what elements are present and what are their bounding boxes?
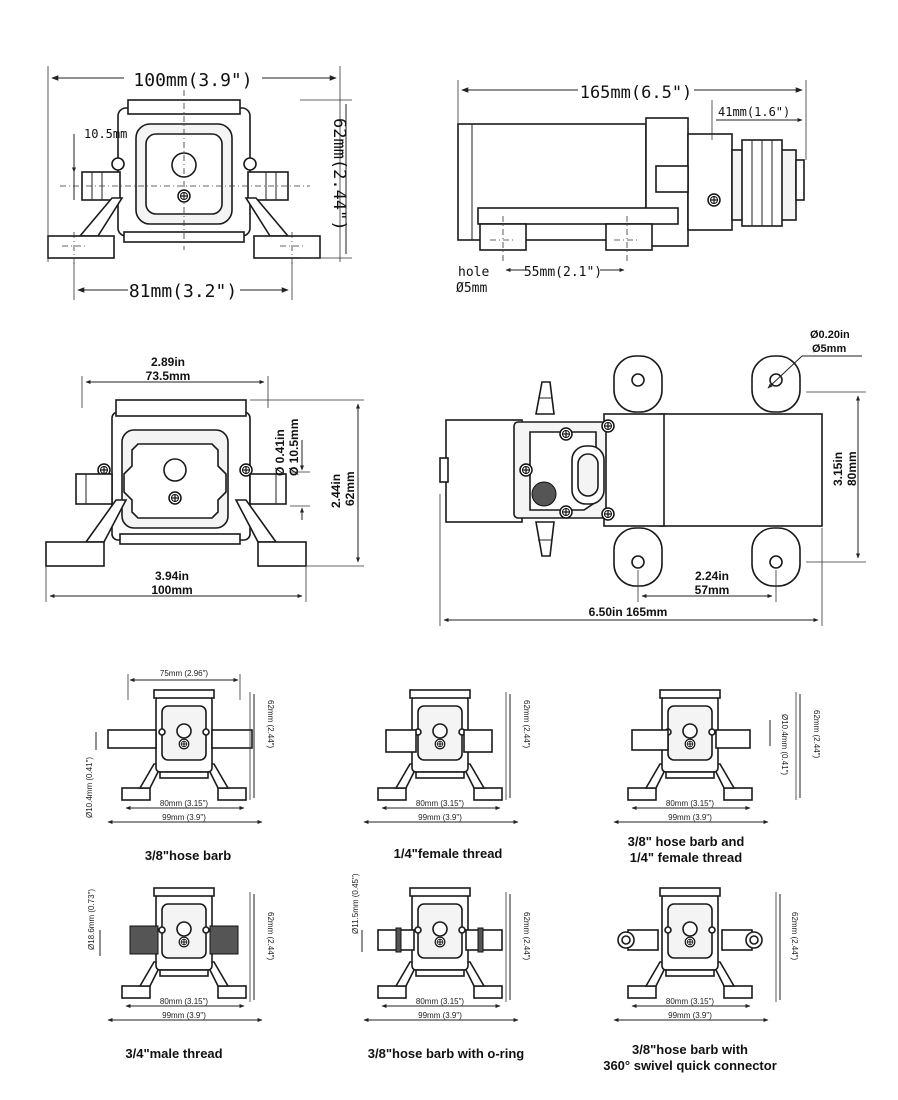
v3-port-dim: Ø10.4mm (0.41") xyxy=(780,714,789,775)
v1-top-dim: 75mm (2.96") xyxy=(160,669,209,678)
v5-outer-dim: 99mm (3.9") xyxy=(418,1011,462,1020)
center-port xyxy=(163,458,187,482)
head-length-label: 41mm(1.6") xyxy=(718,105,790,119)
v1-side-dim: 62mm (2.44") xyxy=(266,700,275,749)
head-side xyxy=(445,419,523,523)
right-barb xyxy=(249,473,287,505)
v6-side-dim: 62mm (2.44") xyxy=(790,912,799,961)
mid-width-mm: 73.5mm xyxy=(146,369,191,383)
v2-caption: 1/4"female thread xyxy=(394,846,503,861)
v4-caption: 3/4"male thread xyxy=(125,1046,222,1061)
front-bolt xyxy=(168,491,182,505)
v4-side-dim: 62mm (2.44") xyxy=(266,912,275,961)
v4-inner-dim: 80mm (3.15") xyxy=(160,997,209,1006)
v1-outer-dim: 99mm (3.9") xyxy=(162,813,206,822)
hole-diameter-label: Ø5mm xyxy=(456,281,487,296)
v4-outer-dim: 99mm (3.9") xyxy=(162,1011,206,1020)
mid-base-mm: 100mm xyxy=(151,583,192,597)
inlet-diameter-label: 10.5mm xyxy=(84,127,127,141)
port-diameter-in: Ø 0.41in xyxy=(273,429,287,476)
mid-height-mm: 62mm xyxy=(343,471,357,506)
v5-caption: 3/8"hose barb with o-ring xyxy=(368,1046,524,1061)
v2-side-dim: 62mm (2.44") xyxy=(522,700,531,749)
mount-spacing-label: 55mm(2.1") xyxy=(524,265,602,280)
middle-right-top-view: Ø0.20in Ø5mm 3.15in 80mm 2.24in 57mm 6.5… xyxy=(439,329,866,626)
v4-left-thread xyxy=(129,925,159,955)
top-left-front-view: 100mm(3.9") 62mm(2.44") 10.5mm 81mm(3.2"… xyxy=(47,66,352,302)
left-foot xyxy=(47,235,115,259)
top-height-mm: 80mm xyxy=(845,451,859,486)
v1-port-dim: Ø10.4mm (0.41") xyxy=(85,757,94,818)
v3-inner-dim: 80mm (3.15") xyxy=(666,799,715,808)
variant-male-thread: Ø18.6mm (0.73") 62mm (2.44") 80mm (3.15"… xyxy=(87,888,275,1061)
right-foot xyxy=(253,235,321,259)
variant-hose-barb: 75mm (2.96") 62mm (2.44") Ø10.4mm (0.41"… xyxy=(85,669,275,863)
v5-side-dim: 62mm (2.44") xyxy=(522,912,531,961)
variant-swivel-connector: 62mm (2.44") 80mm (3.15") 99mm (3.9") 3/… xyxy=(603,888,799,1073)
port-diameter-mm: Ø 10.5mm xyxy=(287,419,301,476)
mid-height-in: 2.44in xyxy=(329,474,343,508)
v1-inner-dim: 80mm (3.15") xyxy=(160,799,209,808)
v5-port-dim: Ø11.5mm (0.45") xyxy=(351,873,360,934)
tab-spacing-mm: 57mm xyxy=(695,583,730,597)
height-dimension-label: 62mm(2.44") xyxy=(329,118,349,231)
base-width-label: 81mm(3.2") xyxy=(129,281,237,302)
length-dimension-label: 165mm(6.5") xyxy=(580,83,693,103)
v2-outer-dim: 99mm (3.9") xyxy=(418,813,462,822)
variant-barb-oring: Ø11.5mm (0.45") 62mm (2.44") 80mm (3.15"… xyxy=(351,873,531,1061)
v3-caption-1: 3/8" hose barb and xyxy=(628,834,745,849)
v6-caption-2: 360° swivel quick connector xyxy=(603,1058,777,1073)
v6-inner-dim: 80mm (3.15") xyxy=(666,997,715,1006)
v3-outer-dim: 99mm (3.9") xyxy=(668,813,712,822)
mid-width-in: 2.89in xyxy=(151,355,185,369)
left-barb xyxy=(75,473,113,505)
variant-barb-and-thread: Ø10.4mm (0.41") 62mm (2.44") 80mm (3.15"… xyxy=(613,690,821,865)
v3-side-dim: 62mm (2.44") xyxy=(812,710,821,759)
hole-label: hole xyxy=(458,265,489,280)
tab-spacing-in: 2.24in xyxy=(695,569,729,583)
total-length-label: 6.50in 165mm xyxy=(589,605,668,619)
pressure-switch xyxy=(531,481,557,507)
v4-right-thread xyxy=(209,925,239,955)
v5-inner-dim: 80mm (3.15") xyxy=(416,997,465,1006)
width-dimension-label: 100mm(3.9") xyxy=(133,70,252,91)
v4-port-dim: Ø18.6mm (0.73") xyxy=(87,889,96,950)
middle-left-front-view: 2.89in 73.5mm Ø 0.41in Ø 10.5mm 2.44in 6… xyxy=(45,355,364,602)
v2-inner-dim: 80mm (3.15") xyxy=(416,799,465,808)
hole-dia-mm: Ø5mm xyxy=(812,343,846,355)
right-mount xyxy=(605,223,653,251)
v6-outer-dim: 99mm (3.9") xyxy=(668,1011,712,1020)
v1-caption: 3/8"hose barb xyxy=(145,848,231,863)
v6-caption-1: 3/8"hose barb with xyxy=(632,1042,748,1057)
variant-female-thread: 62mm (2.44") 80mm (3.15") 99mm (3.9") 1/… xyxy=(363,690,531,861)
mid-base-in: 3.94in xyxy=(155,569,189,583)
v3-caption-2: 1/4" female thread xyxy=(630,850,742,865)
side-bolt xyxy=(707,193,721,207)
hole-dia-in: Ø0.20in xyxy=(810,329,850,341)
top-right-side-view: 165mm(6.5") 41mm(1.6") hole Ø5mm 55mm(2.… xyxy=(456,80,807,296)
motor-top xyxy=(659,413,823,527)
top-height-in: 3.15in xyxy=(831,452,845,486)
